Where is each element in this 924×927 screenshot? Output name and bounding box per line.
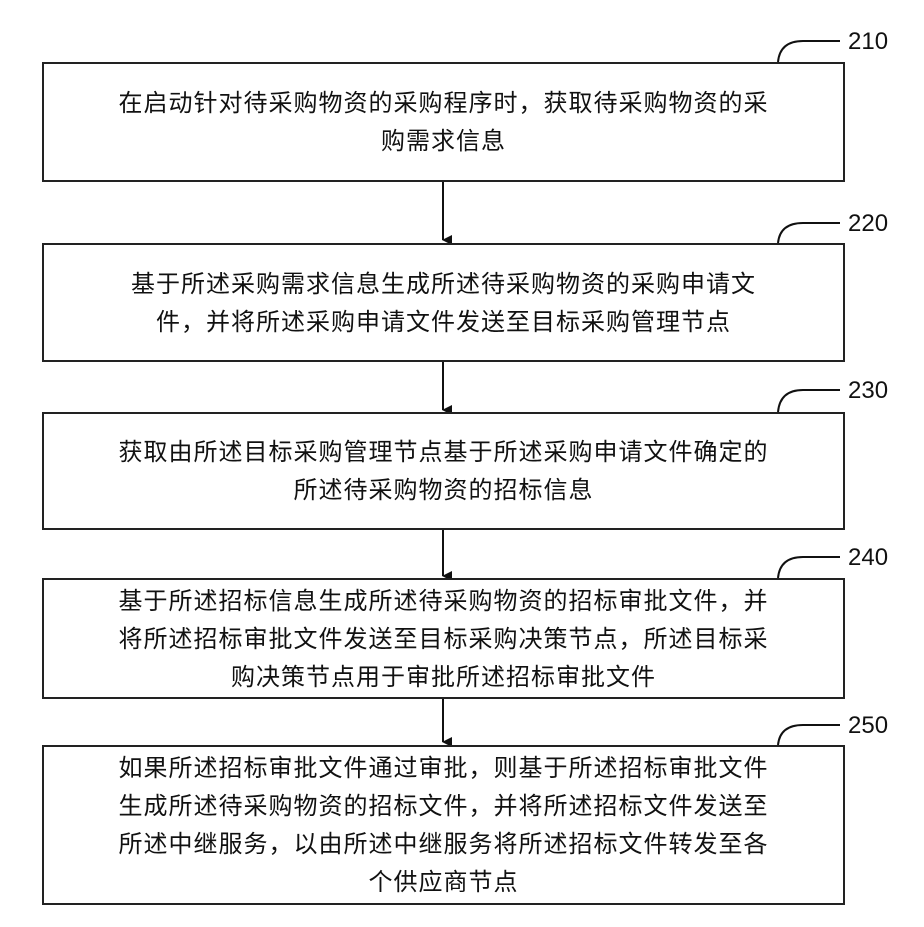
step-label-240: 240 bbox=[848, 544, 888, 572]
step-label-230: 230 bbox=[848, 377, 888, 405]
step-text-240: 基于所述招标信息生成所述待采购物资的招标审批文件，并 将所述招标审批文件发送至目… bbox=[119, 582, 769, 696]
step-text-220: 基于所述采购需求信息生成所述待采购物资的采购申请文 件，并将所述采购申请文件发送… bbox=[131, 265, 756, 341]
step-box-210: 在启动针对待采购物资的采购程序时，获取待采购物资的采 购需求信息 bbox=[42, 62, 845, 182]
step-text-250: 如果所述招标审批文件通过审批，则基于所述招标审批文件 生成所述待采购物资的招标文… bbox=[119, 749, 769, 901]
step-box-250: 如果所述招标审批文件通过审批，则基于所述招标审批文件 生成所述待采购物资的招标文… bbox=[42, 745, 845, 905]
step-label-250: 250 bbox=[848, 712, 888, 740]
step-box-240: 基于所述招标信息生成所述待采购物资的招标审批文件，并 将所述招标审批文件发送至目… bbox=[42, 578, 845, 699]
step-box-220: 基于所述采购需求信息生成所述待采购物资的采购申请文 件，并将所述采购申请文件发送… bbox=[42, 243, 845, 362]
step-label-210: 210 bbox=[848, 28, 888, 56]
step-label-220: 220 bbox=[848, 210, 888, 238]
leader-line-230 bbox=[778, 390, 840, 412]
step-text-230: 获取由所述目标采购管理节点基于所述采购申请文件确定的 所述待采购物资的招标信息 bbox=[119, 433, 769, 509]
leader-line-250 bbox=[778, 725, 840, 745]
step-text-210: 在启动针对待采购物资的采购程序时，获取待采购物资的采 购需求信息 bbox=[119, 84, 769, 160]
leader-line-240 bbox=[778, 557, 840, 578]
step-box-230: 获取由所述目标采购管理节点基于所述采购申请文件确定的 所述待采购物资的招标信息 bbox=[42, 412, 845, 530]
leader-line-220 bbox=[778, 223, 840, 243]
leader-line-210 bbox=[778, 41, 840, 62]
